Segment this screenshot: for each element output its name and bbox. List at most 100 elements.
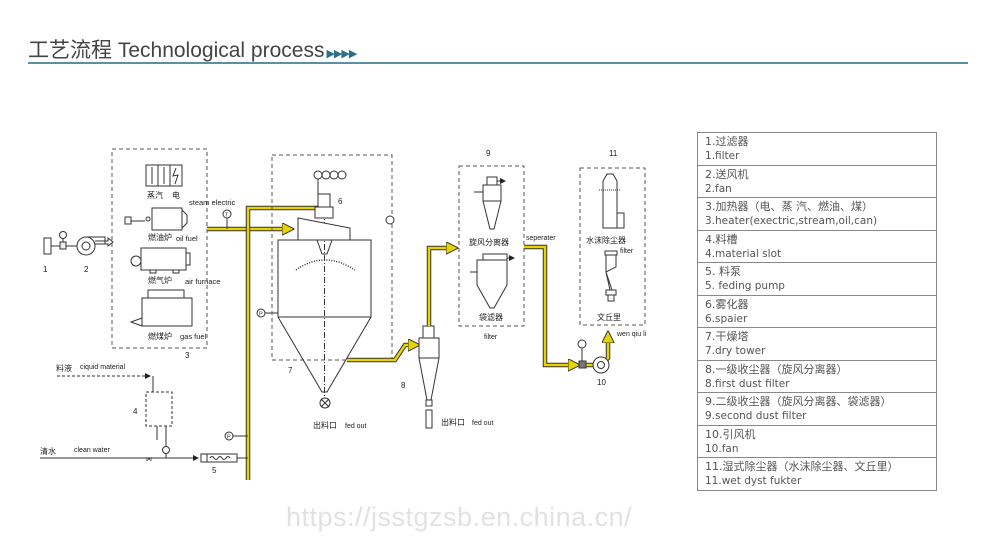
- oil-fuel-label: oil fuel: [176, 234, 198, 243]
- legend-row: 3.加热器（电、蒸 汽、燃油、煤） 3.heater(exectric,strea…: [698, 198, 936, 231]
- atomizer-6: [314, 193, 334, 219]
- water-valve-icon: ⋈: [146, 457, 152, 463]
- legend-zh: 9.二级收尘器（旋风分离器、袋滤器）: [705, 395, 892, 408]
- legend-row: 11.湿式除尘器（水沫除尘器、文丘里）11.wet dyst fukter: [698, 458, 936, 491]
- gauge-p2-glyph: P: [227, 435, 231, 441]
- valve-cross: [320, 398, 330, 408]
- steam-electric-label: steam electric: [189, 198, 236, 207]
- seperater-label: seperater: [526, 235, 556, 242]
- label-2: 2: [84, 265, 89, 274]
- legend-en: 7.dry tower: [705, 345, 766, 357]
- filter-label: filter: [484, 334, 498, 341]
- cyclone-separator-icon: [474, 176, 506, 230]
- slot-valves: [156, 426, 170, 458]
- label-11: 11: [609, 149, 618, 158]
- label-3: 3: [185, 351, 190, 360]
- legend-row: 5. 料泵 5. feding pump: [698, 263, 936, 296]
- induced-fan-10: [577, 339, 610, 374]
- label-6: 6: [338, 197, 343, 206]
- gauge-p-glyph: P: [259, 312, 263, 318]
- tower-dashed-loop: [271, 154, 393, 361]
- outlet2-zh-label: 出料口: [441, 417, 465, 427]
- tower-to-cyclone-pipe: [347, 345, 418, 363]
- gas-fuel-label: gas fuel: [180, 332, 207, 341]
- cyclone-to-filter-pipe: [426, 248, 456, 326]
- coal-furnace-icon: [129, 289, 193, 327]
- electric-zh-label: 电: [172, 190, 180, 200]
- legend-zh: 10.引风机: [705, 427, 756, 441]
- label-5: 5: [212, 466, 217, 475]
- liquid-zh-label: 料液: [56, 363, 72, 373]
- legend-row: 1.过滤器 1.filter: [698, 133, 936, 166]
- legend-zh: 2.送风机: [705, 167, 749, 181]
- venturi-zh-label: 文丘里: [597, 312, 621, 322]
- legend-row: 8.一级收尘器（旋风分离器）8.first dust filter: [698, 361, 936, 393]
- bag-filter-zh-label: 袋滤器: [479, 312, 503, 322]
- venturi-icon: [604, 250, 618, 302]
- title-text: 工艺流程 Technological process: [28, 39, 325, 62]
- dry-tower-7: [277, 200, 372, 400]
- watermark: https://jsstgzsb.en.china.cn/: [286, 502, 633, 532]
- legend-zh: 7.干燥塔: [705, 330, 749, 343]
- legend-en: 3.heater(exectric,stream,oil,can): [705, 215, 878, 227]
- legend-zh: 1.过滤器: [705, 135, 749, 148]
- label-9: 9: [486, 149, 491, 158]
- steam-electric-icon: [145, 164, 183, 187]
- legend-zh: 6.雾化器: [705, 297, 749, 311]
- legend-zh: 8.一级收尘器（旋风分离器）: [705, 362, 848, 376]
- label-7: 7: [288, 366, 293, 375]
- legend-en: 9.second dust filter: [705, 410, 807, 422]
- label-1: 1: [43, 265, 48, 274]
- gas-furnace-zh-label: 燃气炉: [148, 275, 172, 285]
- scrubber-zh-label: 水沫除尘器: [586, 235, 626, 245]
- legend-en: 10.fan: [705, 442, 739, 455]
- arrows-icon: ▶▶▶▶: [326, 48, 357, 60]
- legend-row: 9.二级收尘器（旋风分离器、袋滤器） 9.second dust filter: [698, 393, 936, 426]
- oil-furnace-icon: [124, 207, 188, 231]
- page-title: 工艺流程 Technological process▶▶▶▶: [28, 34, 357, 64]
- label-10: 10: [597, 378, 606, 387]
- label-4: 4: [133, 407, 138, 416]
- feeding-pump-5: [200, 453, 248, 463]
- clean-water-label: clean water: [74, 447, 110, 454]
- coal-furnace-zh-label: 燃煤炉: [148, 331, 172, 341]
- legend-en: 5. feding pump: [705, 280, 785, 292]
- legend-en: 8.first dust filter: [705, 377, 790, 390]
- wet-collector-box: [579, 167, 646, 326]
- air-furnace-label: air furnace: [185, 277, 220, 286]
- fed-out-label: fed out: [345, 423, 366, 430]
- label-8: 8: [401, 381, 406, 390]
- filter2-label: filter: [620, 248, 634, 255]
- material-slot-4: [145, 391, 173, 427]
- filter-unit-1: [43, 231, 67, 255]
- bag-filter-icon: [470, 253, 515, 309]
- legend-en: 1.filter: [705, 150, 740, 162]
- filter-to-fan-pipe: [524, 244, 608, 365]
- legend-zh: 11.湿式除尘器（水沫除尘器、文丘里）: [705, 460, 899, 473]
- legend-en: 2.fan: [705, 182, 732, 195]
- dashed-gauge-icon: [385, 215, 395, 225]
- legend-zh: 3.加热器（电、蒸 汽、燃油、煤）: [705, 200, 873, 213]
- legend-en: 4.material slot: [705, 247, 782, 260]
- cyclone-8: [418, 325, 440, 429]
- gauge-t-glyph: T: [225, 213, 229, 219]
- legend-zh: 4.料槽: [705, 232, 738, 246]
- water-zh-label: 清水: [40, 446, 56, 456]
- gas-furnace-icon: [130, 247, 191, 274]
- sensor-cluster-icon: [313, 170, 347, 194]
- legend-zh: 5. 料泵: [705, 265, 741, 278]
- cyclone-zh-label: 旋风分离器: [469, 237, 509, 247]
- fan-unit-2: [66, 236, 114, 256]
- wen-qiu-li-label: wen qiu li: [616, 331, 647, 338]
- scrubber-icon: [599, 173, 625, 229]
- legend-en: 6.spaier: [705, 312, 748, 325]
- steam-zh-label: 蒸汽: [147, 190, 163, 200]
- fed-out2-label: fed out: [472, 420, 493, 427]
- liquid-material-label: ciquid material: [80, 364, 126, 371]
